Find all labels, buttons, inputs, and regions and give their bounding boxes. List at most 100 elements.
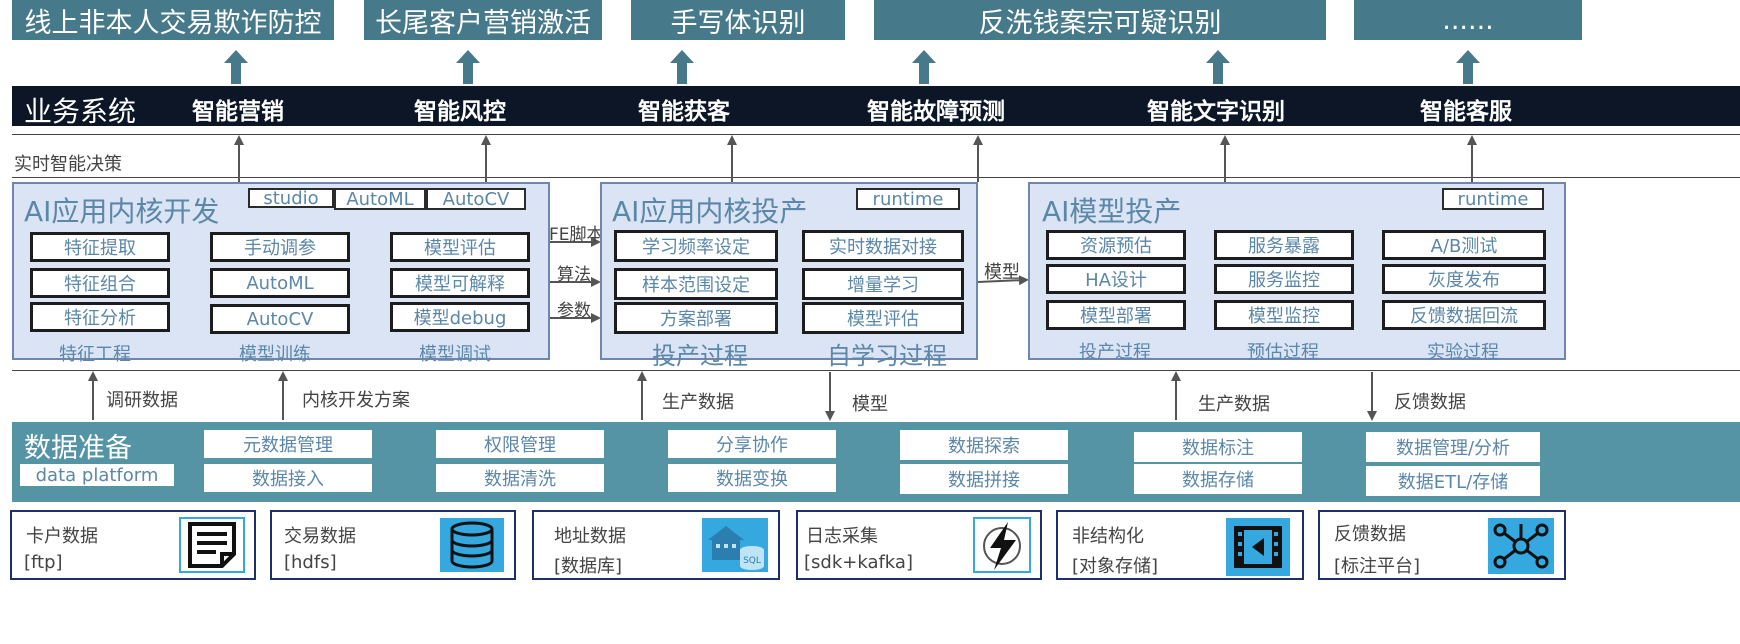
svg-text:SQL: SQL <box>743 556 761 566</box>
manual-tuning-box: 手动调参 <box>210 232 350 262</box>
source-sub: [ftp] <box>24 552 63 573</box>
document-icon <box>179 517 245 573</box>
solution-deploy-box: 方案部署 <box>614 302 778 334</box>
scenario-box-more: ...... <box>1354 0 1582 40</box>
tab-automl[interactable]: AutoML <box>334 188 426 210</box>
scenario-label: ...... <box>1442 4 1494 36</box>
realtime-decision-label: 实时智能决策 <box>14 154 122 175</box>
caption-model-training: 模型训练 <box>239 344 311 365</box>
lightning-icon <box>973 517 1031 573</box>
business-item-marketing: 智能营销 <box>192 99 284 125</box>
business-system-title: 业务系统 <box>24 95 137 128</box>
source-name: 地址数据 <box>554 526 626 547</box>
model-transfer-label: 模型 <box>984 262 1020 283</box>
tab-studio[interactable]: studio <box>248 188 334 209</box>
gray-release-box: 灰度发布 <box>1382 264 1546 294</box>
source-sub: [对象存储] <box>1072 556 1159 577</box>
divider-line <box>12 177 1740 178</box>
source-name: 卡户数据 <box>26 526 98 547</box>
source-sub: [hdfs] <box>284 552 337 573</box>
scenario-box-handwriting: 手写体识别 <box>631 0 845 40</box>
business-item-acquisition: 智能获客 <box>638 99 730 125</box>
tab-runtime-model[interactable]: runtime <box>1442 188 1544 210</box>
caption-model-debugging: 模型调试 <box>419 344 491 365</box>
source-card-feedback: 反馈数据 [标注平台] <box>1318 510 1566 580</box>
prod-panel-title: AI应用内核投产 <box>612 195 808 228</box>
caption-self-learning: 自学习过程 <box>827 342 947 370</box>
business-item-risk: 智能风控 <box>414 99 506 125</box>
service-monitor-box: 服务监控 <box>1214 264 1354 294</box>
model-debug-box: 模型debug <box>390 302 530 332</box>
prod-model-eval-box: 模型评估 <box>802 302 964 334</box>
caption-experiment: 实验过程 <box>1427 342 1499 363</box>
source-name: 日志采集 <box>806 526 878 547</box>
divider-line <box>12 134 1740 135</box>
data-prep-title: 数据准备 <box>24 433 132 464</box>
source-card-transaction: 交易数据 [hdfs] <box>270 510 516 580</box>
model-deploy-box: 模型部署 <box>1046 300 1186 330</box>
flow-label-production-data: 生产数据 <box>662 392 734 413</box>
business-system-bar <box>12 86 1740 126</box>
data-mgmt-analysis-box: 数据管理/分析 <box>1366 432 1540 462</box>
permission-mgmt-box: 权限管理 <box>436 430 604 458</box>
business-item-fault-prediction: 智能故障预测 <box>867 99 1005 125</box>
sql-database-icon: SQL <box>702 518 768 572</box>
source-name: 反馈数据 <box>1334 524 1406 545</box>
autocv-box: AutoCV <box>210 304 350 334</box>
share-collab-box: 分享协作 <box>668 430 836 458</box>
feature-combination-box: 特征组合 <box>30 268 170 298</box>
source-sub: [sdk+kafka] <box>804 552 913 573</box>
network-icon <box>1488 518 1554 574</box>
model-panel-title: AI模型投产 <box>1042 195 1182 228</box>
flow-label-production-data-2: 生产数据 <box>1198 394 1270 415</box>
data-transform-box: 数据变换 <box>668 464 836 492</box>
data-etl-box: 数据ETL/存储 <box>1366 466 1540 496</box>
divider-line <box>12 370 1740 371</box>
scenario-label: 线上非本人交易欺诈防控 <box>24 7 322 39</box>
source-name: 交易数据 <box>284 526 356 547</box>
dev-panel-title: AI应用内核开发 <box>24 195 220 228</box>
flow-label-dev-plan: 内核开发方案 <box>302 390 410 411</box>
service-expose-box: 服务暴露 <box>1214 230 1354 260</box>
business-item-ocr: 智能文字识别 <box>1147 99 1285 125</box>
model-evaluation-box: 模型评估 <box>390 232 530 262</box>
feature-extraction-box: 特征提取 <box>30 232 170 262</box>
thick-up-arrow-icon <box>670 50 694 84</box>
metadata-mgmt-box: 元数据管理 <box>204 430 372 458</box>
learning-frequency-box: 学习频率设定 <box>614 230 778 262</box>
thick-up-arrow-icon <box>1456 50 1480 84</box>
data-platform-label: data platform <box>20 464 174 486</box>
algorithm-label: 算法 <box>557 265 591 285</box>
caption-production-process: 投产过程 <box>652 342 748 370</box>
database-icon <box>440 518 504 572</box>
scenario-label: 手写体识别 <box>670 7 806 39</box>
data-clean-box: 数据清洗 <box>436 464 604 492</box>
feature-analysis-box: 特征分析 <box>30 302 170 332</box>
business-item-service: 智能客服 <box>1420 99 1512 125</box>
ha-design-box: HA设计 <box>1046 264 1186 294</box>
flow-label-feedback: 反馈数据 <box>1394 392 1466 413</box>
source-name: 非结构化 <box>1072 526 1144 547</box>
flow-label-research: 调研数据 <box>106 390 178 411</box>
tab-autocv[interactable]: AutoCV <box>426 188 526 210</box>
scenario-label: 反洗钱案宗可疑识别 <box>978 7 1222 39</box>
data-explore-box: 数据探索 <box>900 430 1068 460</box>
resource-estimate-box: 资源预估 <box>1046 230 1186 260</box>
realtime-data-box: 实时数据对接 <box>802 230 964 262</box>
flow-label-model: 模型 <box>852 394 888 415</box>
source-sub: [数据库] <box>554 556 623 577</box>
model-monitor-box: 模型监控 <box>1214 300 1354 330</box>
data-join-box: 数据拼接 <box>900 464 1068 494</box>
model-explainability-box: 模型可解释 <box>390 268 530 298</box>
scenario-box-fraud: 线上非本人交易欺诈防控 <box>12 0 334 40</box>
scenario-box-aml: 反洗钱案宗可疑识别 <box>874 0 1326 40</box>
source-card-unstructured: 非结构化 [对象存储] <box>1056 510 1304 580</box>
source-card-account: 卡户数据 [ftp] <box>10 510 256 580</box>
tab-runtime[interactable]: runtime <box>856 188 960 210</box>
thick-up-arrow-icon <box>912 50 936 84</box>
source-card-log: 日志采集 [sdk+kafka] <box>796 510 1042 580</box>
incremental-learning-box: 增量学习 <box>802 268 964 300</box>
data-storage-box: 数据存储 <box>1134 464 1302 494</box>
sample-range-box: 样本范围设定 <box>614 268 778 300</box>
scenario-box-marketing: 长尾客户营销激活 <box>364 0 602 40</box>
